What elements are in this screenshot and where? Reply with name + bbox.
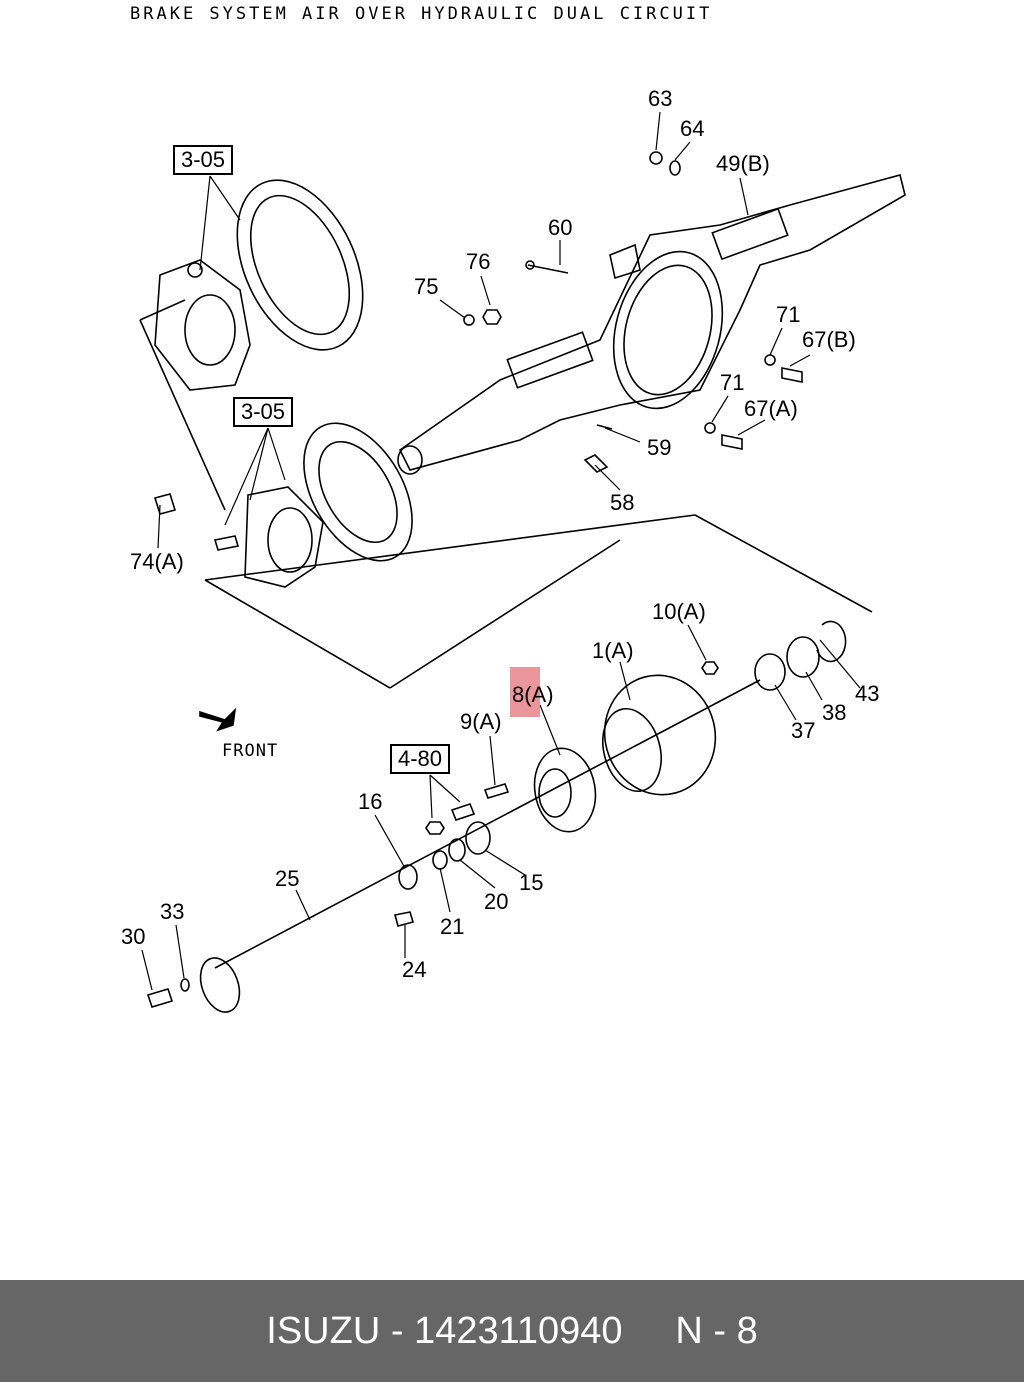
- part-label-15[interactable]: 15: [519, 870, 544, 895]
- part-label-25[interactable]: 25: [275, 866, 300, 891]
- brake-backing-plate-rear: [154, 179, 364, 391]
- part-label-8a[interactable]: 8(A): [512, 682, 554, 707]
- upper-section-outline: [139, 299, 873, 689]
- lower-assembly: [146, 620, 847, 1013]
- part-label-9a[interactable]: 9(A): [460, 709, 502, 734]
- part-label-21[interactable]: 21: [440, 914, 465, 939]
- part-label-63[interactable]: 63: [648, 86, 673, 111]
- part-label-75[interactable]: 75: [414, 274, 439, 299]
- part-label-38[interactable]: 38: [822, 700, 847, 725]
- part-label-49b[interactable]: 49(B): [716, 151, 770, 176]
- part-label-20[interactable]: 20: [484, 889, 509, 914]
- highlight-marker: [510, 667, 540, 717]
- ref-box-4-80[interactable]: 4-80: [390, 744, 451, 774]
- small-parts-upper: [153, 151, 803, 551]
- diagram-title: BRAKE SYSTEM AIR OVER HYDRAULIC DUAL CIR…: [130, 4, 713, 24]
- part-label-76[interactable]: 76: [466, 249, 491, 274]
- axle-exploded-view: [139, 111, 906, 1013]
- front-direction-label: FRONT: [222, 741, 279, 761]
- part-label-24[interactable]: 24: [402, 957, 427, 982]
- part-label-59[interactable]: 59: [647, 435, 672, 460]
- footer-gap: [623, 1310, 676, 1353]
- part-label-64[interactable]: 64: [680, 116, 705, 141]
- part-label-37[interactable]: 37: [791, 718, 816, 743]
- brake-backing-plate-front: [244, 422, 413, 588]
- leader-lines: [141, 111, 861, 991]
- part-label-71-upper[interactable]: 71: [776, 302, 801, 327]
- ref-box-3-05-rear[interactable]: 3-05: [173, 145, 234, 175]
- part-label-10a[interactable]: 10(A): [652, 599, 706, 624]
- part-label-58[interactable]: 58: [610, 490, 635, 515]
- axle-housing: [397, 174, 906, 475]
- footer-part-number: 1423110940: [414, 1309, 623, 1352]
- part-label-71-lower[interactable]: 71: [720, 370, 745, 395]
- ref-box-3-05-front[interactable]: 3-05: [233, 397, 294, 427]
- part-label-60[interactable]: 60: [548, 215, 573, 240]
- part-label-43[interactable]: 43: [855, 681, 880, 706]
- part-label-1a[interactable]: 1(A): [592, 638, 634, 663]
- footer-page: N - 8: [675, 1309, 758, 1352]
- part-label-67a[interactable]: 67(A): [744, 396, 798, 421]
- part-label-16[interactable]: 16: [358, 789, 383, 814]
- part-label-67b[interactable]: 67(B): [802, 327, 856, 352]
- part-label-30[interactable]: 30: [121, 924, 146, 949]
- part-label-33[interactable]: 33: [160, 899, 185, 924]
- footer-brand: ISUZU: [266, 1309, 381, 1352]
- part-label-74a[interactable]: 74(A): [130, 549, 184, 574]
- footer-separator: -: [380, 1309, 415, 1352]
- footer-bar: ISUZU - 1423110940 N - 8: [0, 1280, 1024, 1382]
